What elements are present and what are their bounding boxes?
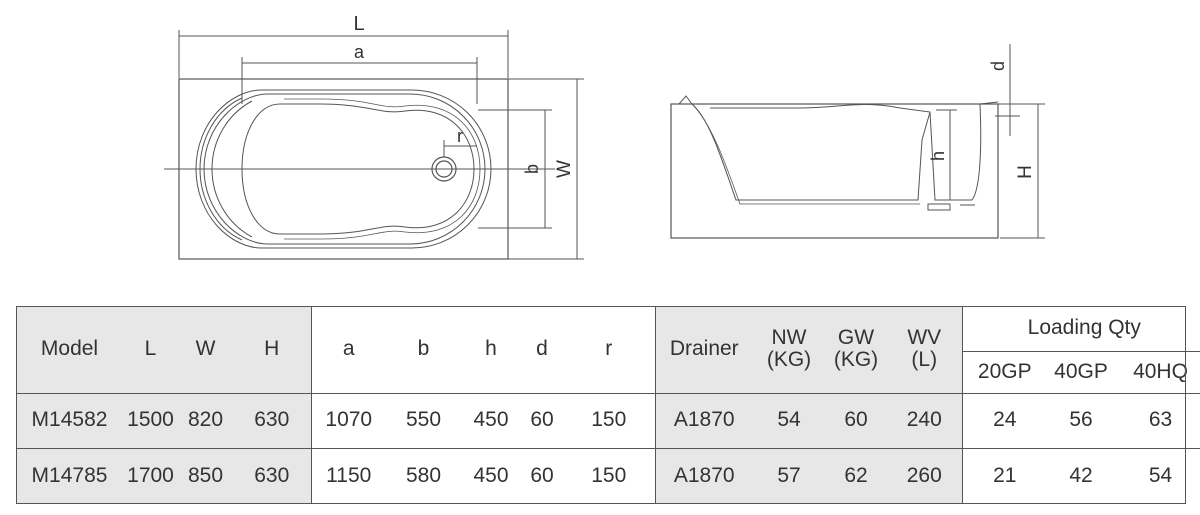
header-wv-line2: (L): [911, 348, 938, 372]
header-nw-line1: NW: [771, 326, 807, 350]
cell-b: 550: [386, 392, 461, 448]
cell-H: 630: [233, 447, 311, 504]
cell-gw: 62: [825, 447, 887, 504]
cell-r: 150: [563, 447, 655, 504]
side-view: [670, 44, 1045, 239]
label-L: L: [353, 13, 364, 35]
table-row: M14582 1500 820 630 1070 550 450 60 150 …: [16, 392, 1200, 448]
tub-profile-inner: [691, 103, 920, 205]
cell-b: 580: [386, 447, 461, 504]
header-gw: GW (KG): [825, 306, 887, 393]
header-b: b: [417, 337, 430, 361]
table-row: M14785 1700 850 630 1150 580 450 60 150 …: [16, 447, 1200, 504]
header-40gp: 40GP: [1047, 350, 1115, 393]
cell-model: M14582: [16, 392, 123, 448]
header-h: h: [485, 337, 497, 361]
header-wv: WV (L): [887, 306, 962, 393]
label-W: W: [554, 160, 575, 178]
cell-h: 450: [461, 392, 521, 448]
tub-shell: [929, 103, 982, 201]
header-W: W: [178, 306, 233, 393]
cell-wv: 260: [887, 447, 962, 504]
label-a: a: [354, 42, 365, 62]
tub-profile: [678, 95, 931, 201]
header-gw-line2: (KG): [833, 348, 879, 372]
cell-model: M14785: [16, 447, 123, 504]
cell-h: 450: [461, 447, 521, 504]
label-r: r: [457, 126, 463, 146]
header-wv-line1: WV: [907, 326, 942, 350]
header-gw-line1: GW: [837, 326, 875, 350]
cell-L: 1500: [123, 392, 178, 448]
cell-a: 1070: [310, 392, 386, 448]
header-H: H: [233, 306, 311, 393]
header-loading-qty: Loading Qty: [961, 306, 1200, 351]
cell-40gp: 56: [1047, 392, 1115, 448]
cell-40hq: 54: [1115, 447, 1200, 504]
header-a: a: [310, 306, 386, 393]
cell-40gp: 42: [1047, 447, 1115, 504]
header-20gp: 20GP: [961, 350, 1047, 393]
header-d: d: [536, 337, 548, 361]
header-r: r: [605, 337, 613, 361]
cell-nw: 57: [753, 447, 825, 504]
cell-L: 1700: [123, 447, 178, 504]
label-b: b: [522, 164, 542, 174]
cell-drainer: A1870: [654, 392, 753, 448]
label-h: h: [928, 151, 948, 161]
cell-W: 820: [178, 392, 233, 448]
header-row-1: Model L W H a b h d r Drainer NW (KG) GW…: [16, 306, 1200, 393]
cell-a: 1150: [310, 447, 386, 504]
label-H: H: [1015, 165, 1036, 179]
top-view: [164, 30, 584, 260]
tub-rim-inner: [203, 93, 486, 245]
header-drainer: Drainer: [654, 306, 753, 393]
tub-foot: [927, 203, 951, 211]
cell-W: 850: [178, 447, 233, 504]
label-d: d: [988, 61, 1008, 71]
header-model: Model: [16, 306, 123, 393]
header-nw-line2: (KG): [766, 348, 812, 372]
cell-drainer: A1870: [654, 447, 753, 504]
cell-wv: 240: [887, 392, 962, 448]
cell-20gp: 24: [961, 392, 1047, 448]
cell-d: 60: [521, 392, 563, 448]
header-L: L: [123, 306, 178, 393]
cell-r: 150: [563, 392, 655, 448]
side-view-outline: [670, 103, 999, 239]
cell-gw: 60: [825, 392, 887, 448]
cell-d: 60: [521, 447, 563, 504]
cell-H: 630: [233, 392, 311, 448]
header-nw: NW (KG): [753, 306, 825, 393]
header-40hq: 40HQ: [1115, 350, 1200, 393]
tub-rim: [195, 89, 492, 249]
bathtub-technical-drawing: L a r b W d h H: [164, 13, 1045, 260]
cell-nw: 54: [753, 392, 825, 448]
cell-40hq: 63: [1115, 392, 1200, 448]
cell-20gp: 21: [961, 447, 1047, 504]
spec-table: Model L W H a b h d r Drainer NW (KG) GW…: [16, 306, 1200, 504]
